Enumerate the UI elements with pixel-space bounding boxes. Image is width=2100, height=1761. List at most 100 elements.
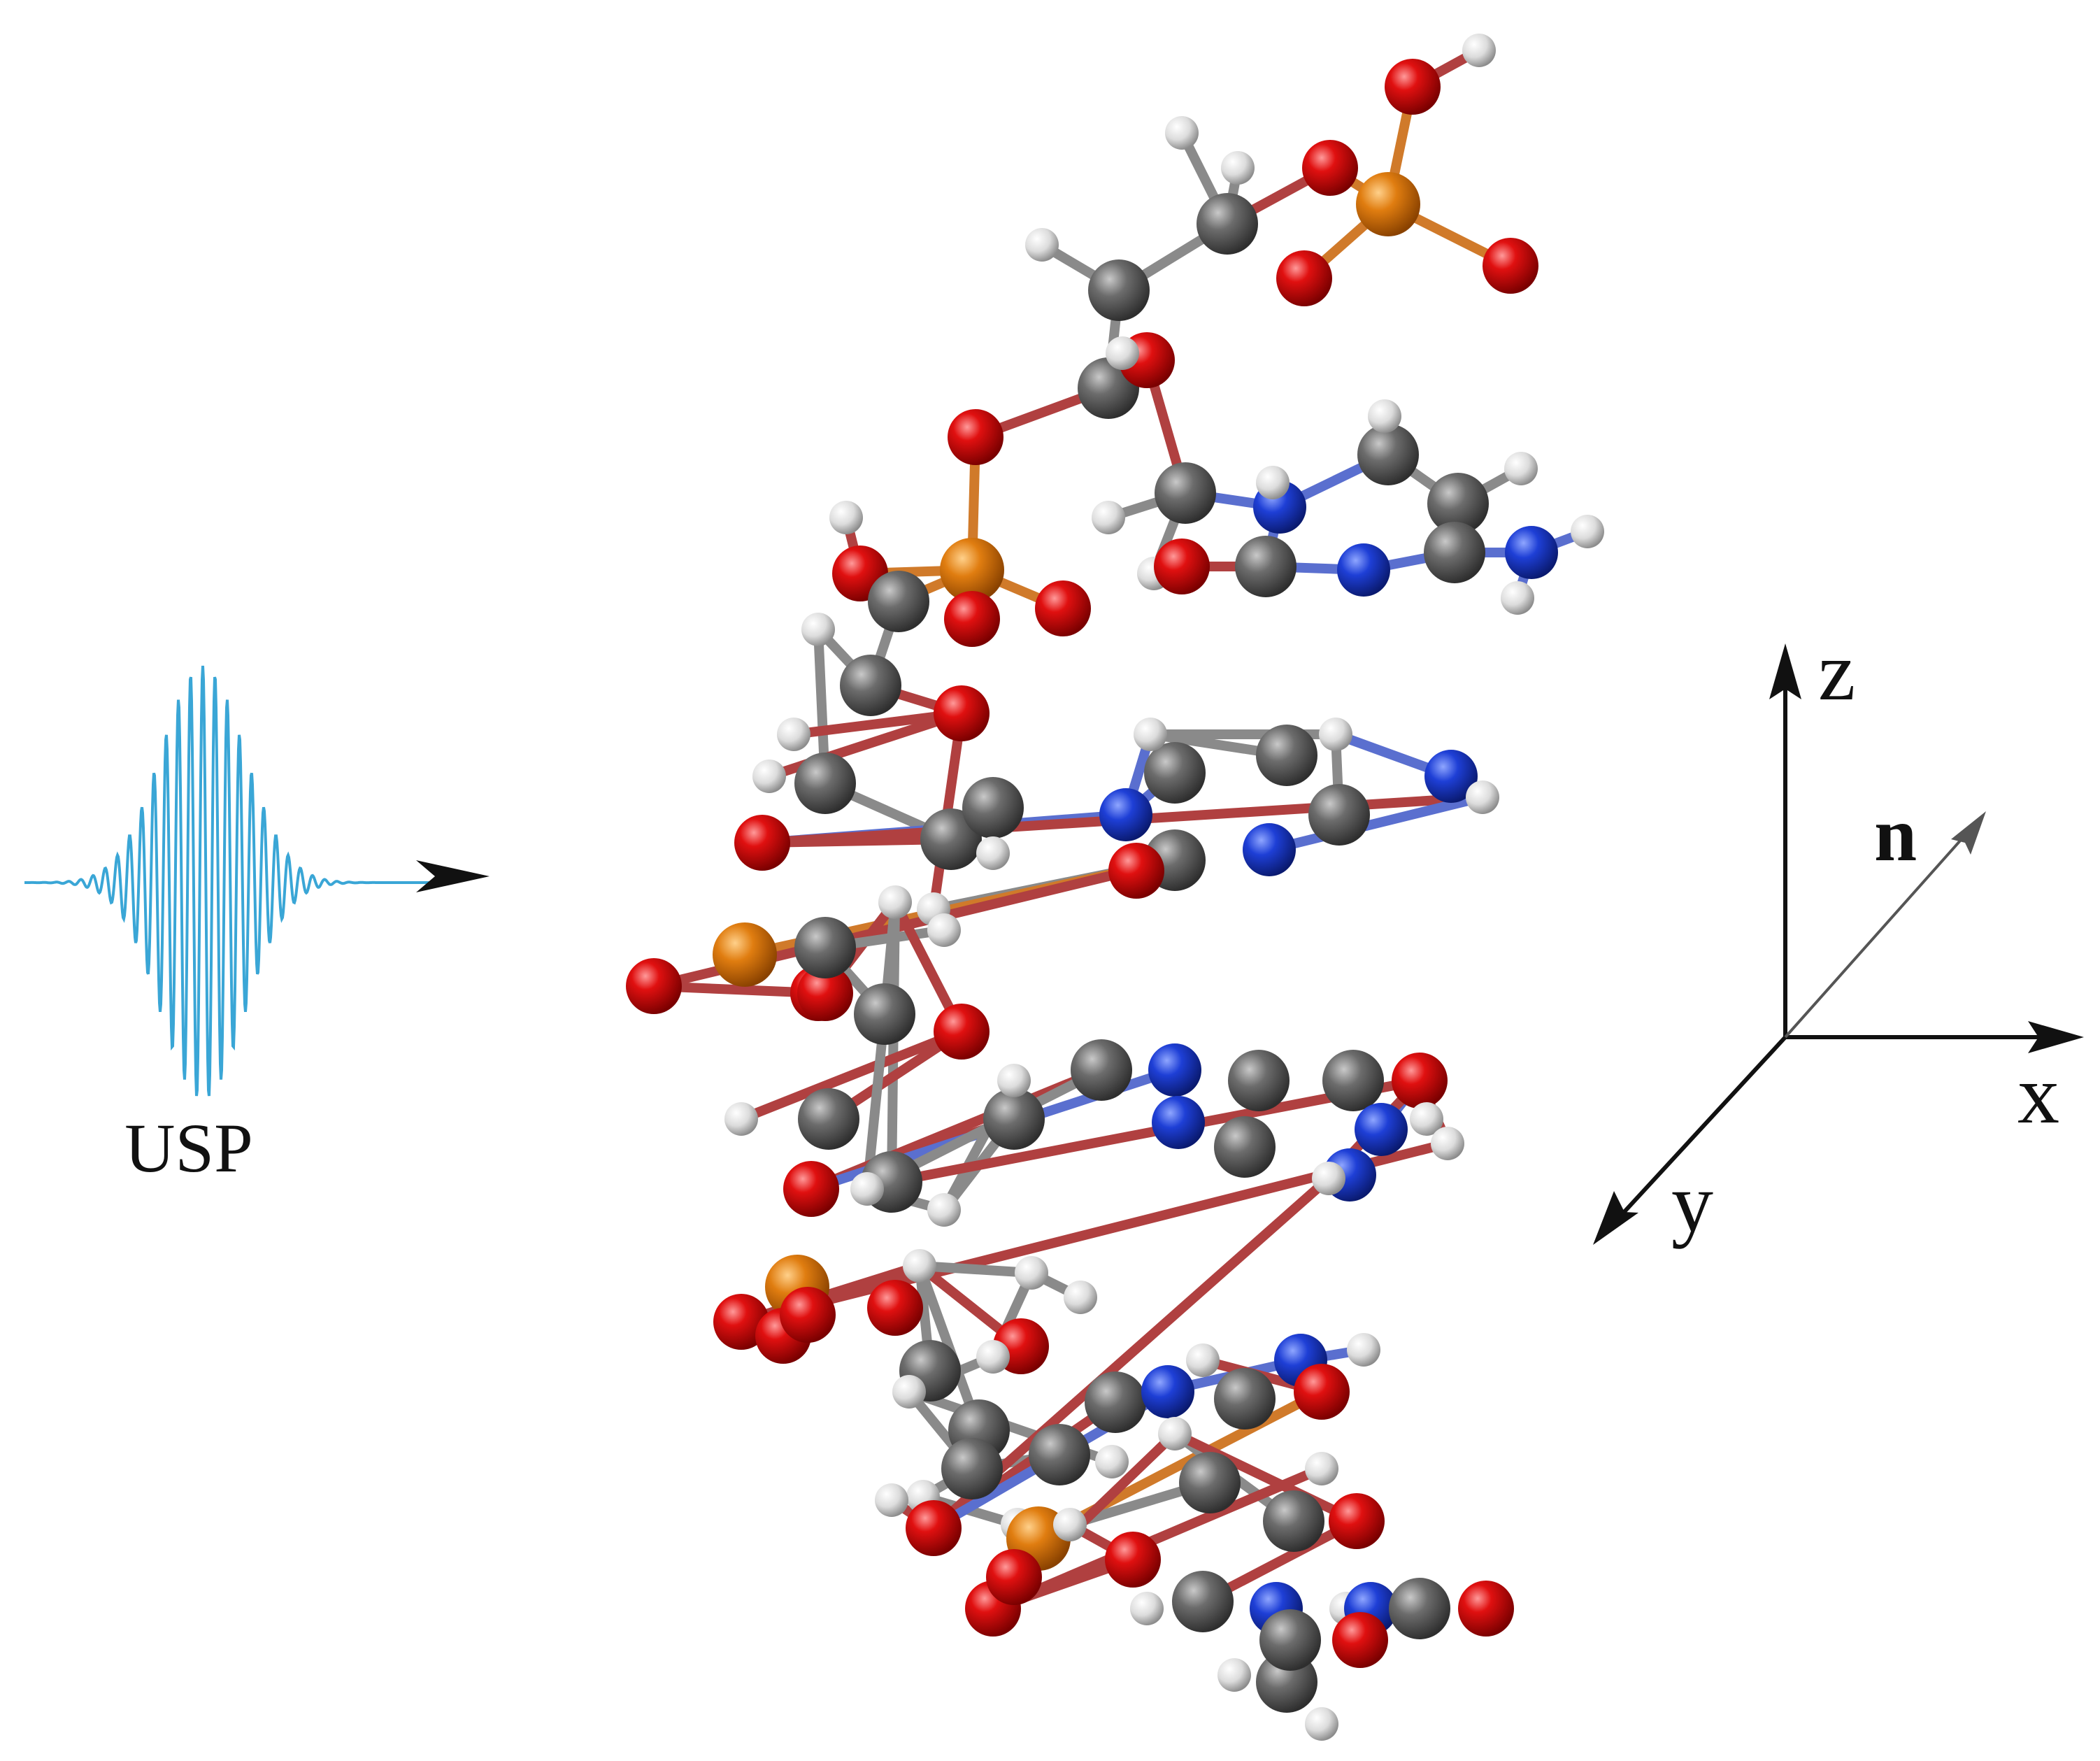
- atom-hydrogen: [1064, 1281, 1097, 1314]
- atom-carbon: [1088, 259, 1150, 321]
- atom-hydrogen: [1368, 399, 1401, 433]
- atom-nitrogen: [1424, 750, 1478, 803]
- atom-hydrogen: [724, 1102, 758, 1136]
- bond: [915, 1261, 1036, 1278]
- atom-carbon: [1228, 1050, 1290, 1111]
- bond: [1264, 792, 1487, 855]
- atom-hydrogen: [1466, 780, 1499, 814]
- atom-carbon: [1179, 1452, 1241, 1513]
- atom-hydrogen: [1347, 1333, 1380, 1367]
- atom-nitrogen: [1148, 1043, 1201, 1097]
- atom-carbon: [1427, 473, 1489, 534]
- atom-oxygen: [1108, 843, 1164, 899]
- atom-oxygen: [1276, 250, 1332, 306]
- atom-oxygen: [797, 965, 853, 1021]
- atom-carbon: [794, 917, 856, 978]
- atom-hydrogen: [829, 501, 863, 534]
- atom-oxygen: [934, 1004, 990, 1060]
- atom-hydrogen: [903, 1249, 936, 1283]
- atom-oxygen: [1035, 580, 1091, 636]
- atom-carbon: [1144, 742, 1206, 804]
- atom-carbon: [1197, 193, 1258, 255]
- z-axis-label: z: [1818, 625, 1855, 718]
- atom-carbon: [1357, 424, 1419, 485]
- atom-hydrogen: [892, 1375, 926, 1409]
- atom-hydrogen: [1130, 1592, 1164, 1625]
- atom-oxygen: [734, 815, 790, 871]
- atom-phosphorus: [713, 922, 777, 987]
- atom-carbon: [1172, 1571, 1234, 1632]
- atom-carbon: [1259, 1609, 1321, 1671]
- atom-hydrogen: [927, 913, 961, 947]
- atom-carbon: [798, 1088, 859, 1150]
- n-vector-arrowhead: [1951, 811, 1986, 855]
- z-axis-arrowhead: [1769, 643, 1801, 699]
- atom-phosphorus: [940, 538, 1004, 602]
- n-vector-label: n: [1874, 792, 1917, 877]
- atom-hydrogen: [976, 1340, 1010, 1374]
- x-axis-arrowhead: [2028, 1021, 2084, 1053]
- atom-hydrogen: [1256, 466, 1290, 499]
- atom-carbon: [1214, 1368, 1276, 1430]
- y-axis-label: y: [1671, 1156, 1713, 1249]
- atom-oxygen: [986, 1549, 1042, 1605]
- atom-oxygen: [1329, 1493, 1385, 1549]
- atom-hydrogen: [1186, 1343, 1220, 1377]
- atom-hydrogen: [878, 885, 912, 919]
- atom-carbon: [794, 753, 856, 814]
- pulse-arrow: [416, 860, 490, 892]
- atom-hydrogen: [1134, 718, 1167, 751]
- pulse-waveform: [24, 665, 434, 1097]
- atom-oxygen: [948, 409, 1003, 465]
- atom-nitrogen: [1243, 823, 1296, 876]
- atom-hydrogen: [1410, 1102, 1443, 1136]
- atom-hydrogen: [1053, 1508, 1087, 1541]
- atom-oxygen: [867, 1280, 923, 1336]
- atom-nitrogen: [1505, 526, 1558, 579]
- atom-carbon: [1071, 1039, 1132, 1101]
- atom-oxygen: [934, 685, 990, 741]
- atom-hydrogen: [1501, 581, 1534, 615]
- atom-hydrogen: [1319, 718, 1352, 751]
- atom-hydrogen: [1305, 1452, 1338, 1485]
- atom-oxygen: [783, 1161, 839, 1217]
- atom-carbon: [962, 777, 1024, 839]
- atom-carbon: [840, 655, 901, 716]
- atom-hydrogen: [1312, 1162, 1345, 1195]
- bond: [988, 1464, 1327, 1613]
- bond: [736, 1027, 966, 1124]
- bond: [789, 708, 966, 739]
- atom-nitrogen: [1141, 1365, 1194, 1418]
- atom-carbon: [1235, 536, 1297, 597]
- atom-hydrogen: [927, 1193, 961, 1227]
- atom-nitrogen: [1152, 1096, 1205, 1149]
- atom-hydrogen: [1504, 452, 1538, 485]
- atom-nitrogen: [1355, 1103, 1408, 1156]
- bond: [1170, 1429, 1362, 1526]
- atom-hydrogen: [1305, 1707, 1338, 1741]
- atom-hydrogen: [801, 613, 835, 646]
- atom-oxygen: [1392, 1053, 1448, 1108]
- atom-hydrogen: [850, 1172, 884, 1206]
- atom-nitrogen: [1337, 543, 1390, 597]
- x-axis-label: x: [2017, 1048, 2059, 1141]
- atom-hydrogen: [1158, 1417, 1192, 1450]
- atom-carbon: [983, 1088, 1045, 1150]
- atom-oxygen: [1458, 1581, 1514, 1637]
- coordinate-axes: [1593, 643, 2084, 1245]
- atom-hydrogen: [1462, 34, 1496, 67]
- atom-hydrogen: [752, 760, 786, 793]
- atom-oxygen: [1294, 1364, 1350, 1420]
- atom-carbon: [1263, 1490, 1324, 1552]
- atom-hydrogen: [1221, 151, 1255, 185]
- atom-carbon: [920, 808, 982, 870]
- n-vector: [1784, 826, 1973, 1039]
- atom-carbon: [941, 1438, 1003, 1499]
- atom-hydrogen: [1217, 1658, 1251, 1692]
- atom-oxygen: [626, 958, 682, 1014]
- y-axis-arrowhead: [1593, 1191, 1638, 1245]
- molecule-atoms: [626, 34, 1604, 1741]
- atom-hydrogen: [1025, 228, 1059, 262]
